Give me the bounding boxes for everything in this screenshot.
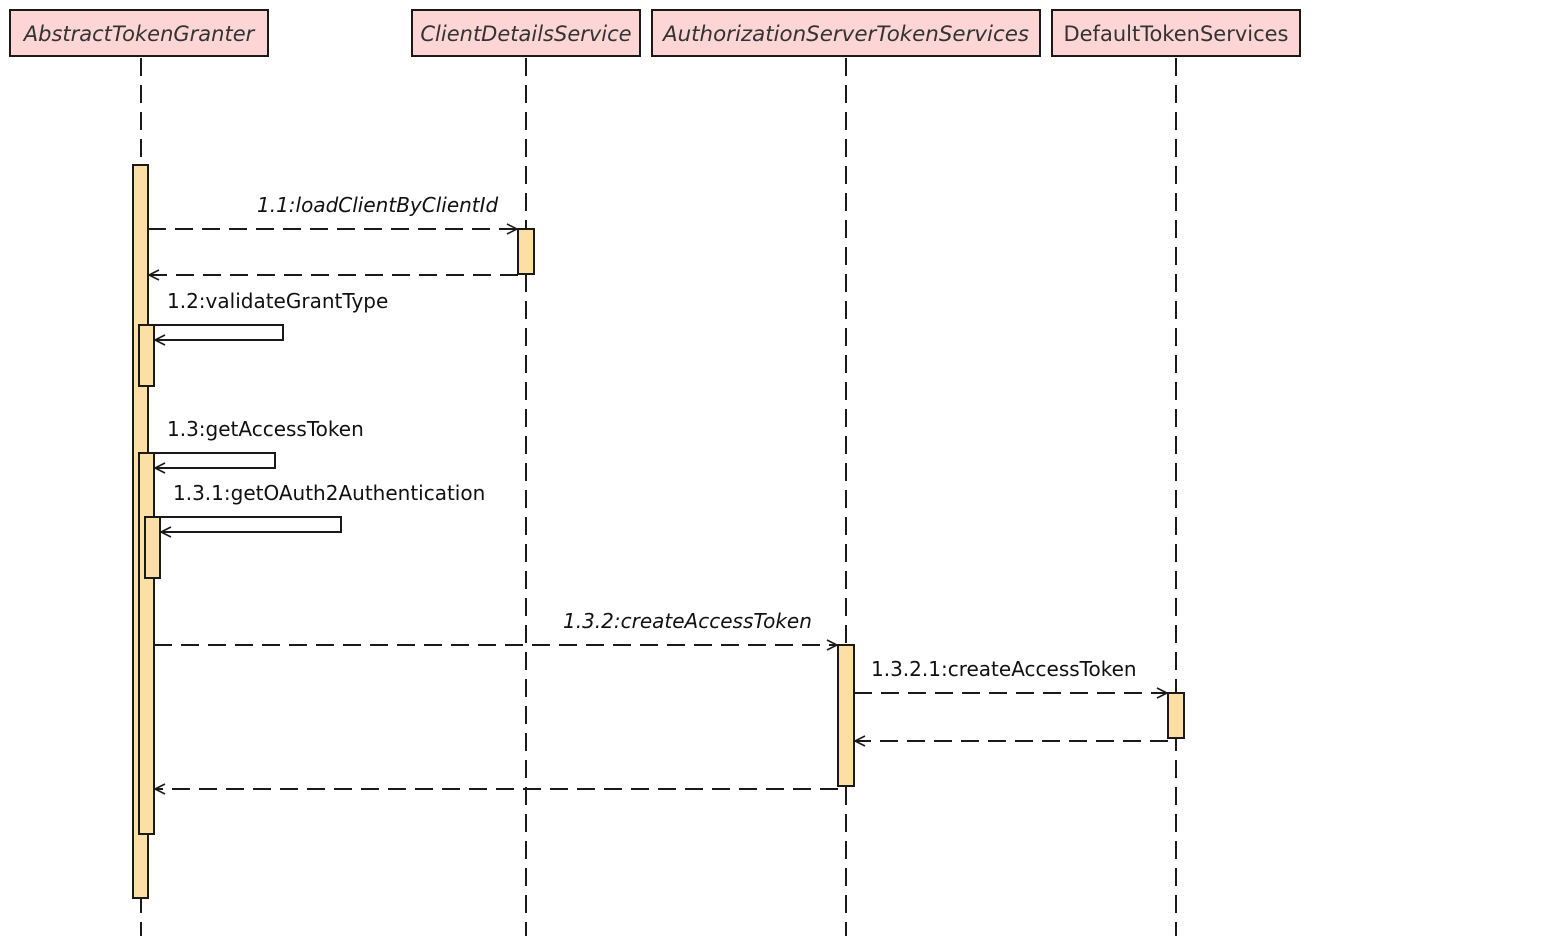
- participant-abstract-token-granter: AbstractTokenGranter: [9, 9, 269, 57]
- participant-client-details-service: ClientDetailsService: [411, 9, 641, 57]
- message-label-load-client: 1.1:loadClientByClientId: [257, 193, 499, 217]
- message-label-get-access-token: 1.3:getAccessToken: [167, 417, 364, 441]
- participant-box: [9, 9, 269, 57]
- participant-box: [651, 9, 1041, 57]
- participant-authorization-server-token-services: AuthorizationServerTokenServices: [651, 9, 1041, 57]
- activation-get-access-token: [138, 452, 155, 835]
- message-label-default-create-access-token: 1.3.2.1:createAccessToken: [871, 657, 1137, 681]
- activation-authorization-server-token-services: [837, 644, 855, 787]
- self-call-get-oauth2-authentication: [160, 516, 342, 532]
- activation-default-token-services: [1167, 692, 1185, 739]
- participant-label: AbstractTokenGranter: [22, 22, 256, 46]
- self-call-get-access-token: [154, 452, 276, 468]
- participant-box: [1051, 9, 1301, 57]
- participant-headers: AbstractTokenGranter ClientDetailsServic…: [9, 9, 1301, 57]
- message-label-get-oauth2-authentication: 1.3.1:getOAuth2Authentication: [173, 481, 485, 505]
- messages: [148, 229, 1168, 789]
- message-label-create-access-token: 1.3.2:createAccessToken: [563, 609, 812, 633]
- activation-validate-grant-type: [138, 324, 155, 387]
- activation-get-oauth2-authentication: [144, 516, 161, 579]
- self-call-validate-grant-type: [154, 324, 284, 340]
- participant-default-token-services: DefaultTokenServices: [1051, 9, 1301, 57]
- activation-client-details-service: [517, 228, 535, 275]
- participant-label: ClientDetailsService: [420, 22, 631, 46]
- message-labels: 1.1:loadClientByClientId 1.2:validateGra…: [167, 193, 1137, 681]
- message-label-validate-grant-type: 1.2:validateGrantType: [167, 289, 388, 313]
- participant-box: [411, 9, 641, 57]
- activation-bars: [132, 164, 1185, 899]
- participant-label: DefaultTokenServices: [1063, 22, 1288, 46]
- participant-label: AuthorizationServerTokenServices: [661, 22, 1029, 46]
